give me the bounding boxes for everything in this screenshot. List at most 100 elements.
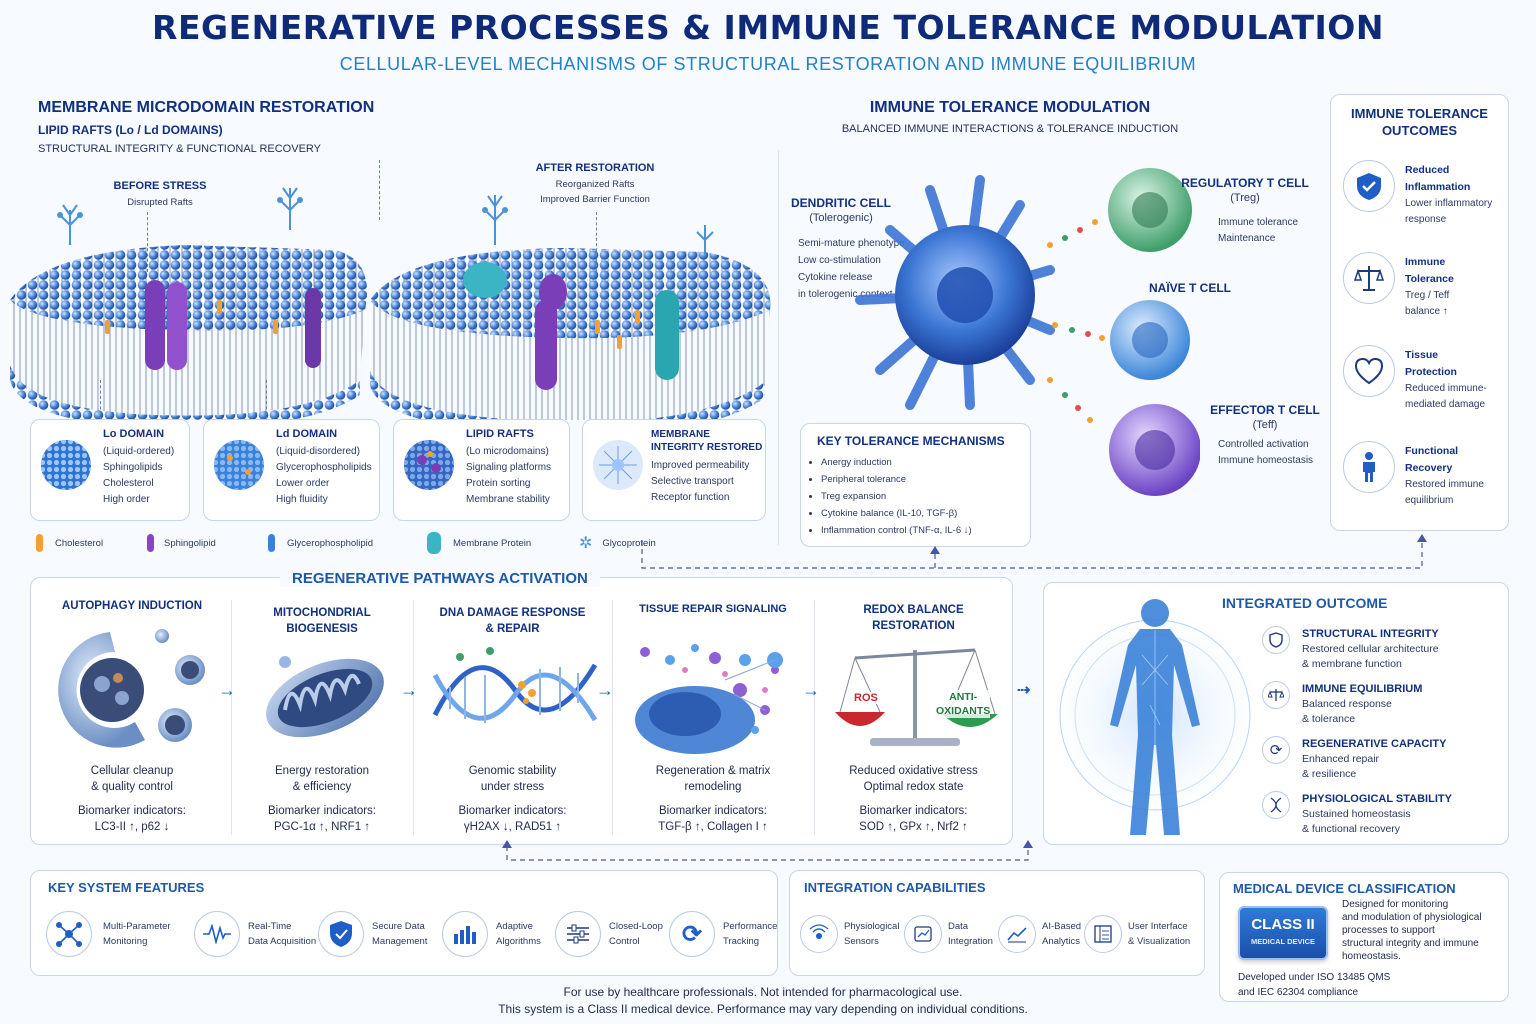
tolerance-connector xyxy=(641,534,1427,569)
sphingolipid-icon xyxy=(147,534,154,552)
step-title: & REPAIR xyxy=(485,623,540,635)
step-desc: Reduced oxidative stress xyxy=(849,765,978,777)
step-desc: Optimal redox state xyxy=(863,781,964,793)
step-title: TISSUE REPAIR SIGNALING xyxy=(639,603,787,615)
dc-line: Cytokine release xyxy=(798,272,873,283)
membrane-integrity-card: MEMBRANE INTEGRITY RESTORED Improved per… xyxy=(582,419,766,521)
step-biomarkers: LC3-II ↑, p62 ↓ xyxy=(94,821,170,833)
feature-label: Real-Time xyxy=(248,921,292,932)
cholesterol-icon xyxy=(36,534,43,552)
teff-line: Immune homeostasis xyxy=(1218,455,1314,466)
membrane-bilayer-illustration xyxy=(10,187,771,420)
membrane-legend: Cholesterol Sphingolipid Glycerophosphol… xyxy=(36,532,656,554)
device-desc: Designed for monitoring xyxy=(1342,899,1449,910)
step-title: REDOX BALANCE xyxy=(863,604,964,616)
immune-subtitle: BALANCED IMMUNE INTERACTIONS & TOLERANCE… xyxy=(841,123,1179,135)
feature-label: Management xyxy=(372,936,428,947)
device-compliance: and IEC 62304 compliance xyxy=(1238,987,1359,998)
shield-icon xyxy=(1262,626,1290,654)
lipid-rafts-card: LIPID RAFTS (Lo microdomains) Signaling … xyxy=(393,419,570,521)
membrane-integrity-title: MEMBRANE INTEGRITY RESTORED xyxy=(651,429,763,453)
step-desc: Cellular cleanup xyxy=(90,765,174,777)
outcome-desc: mediated damage xyxy=(1405,399,1486,410)
legend-sphingolipid: Sphingolipid xyxy=(164,537,216,549)
waveform-icon xyxy=(194,911,240,957)
ld-domain-line: Glycerophospholipids xyxy=(276,462,372,473)
integration-label: Physiological xyxy=(844,921,900,932)
step-biomarker-label: Biomarker indicators: xyxy=(267,805,376,817)
mitochondrion-illustration xyxy=(266,656,384,738)
lipid-rafts-line: (Lo microdomains) xyxy=(466,446,549,457)
before-stress-text: Disrupted Rafts xyxy=(127,197,193,208)
after-restoration-text2: Improved Barrier Function xyxy=(540,194,650,205)
integrated-item-desc: Enhanced repair xyxy=(1302,753,1380,765)
legend-cholesterol: Cholesterol xyxy=(55,537,104,549)
step-desc: Regeneration & matrix xyxy=(655,765,771,777)
integrated-item-desc: & tolerance xyxy=(1302,713,1356,725)
step-title: MITOCHONDRIAL xyxy=(273,607,371,619)
outcome-desc: Lower inflammatory xyxy=(1405,198,1493,209)
class-ii-sublabel: MEDICAL DEVICE xyxy=(1250,937,1316,946)
lipid-rafts-line: Membrane stability xyxy=(466,494,550,505)
integrated-item-desc: & functional recovery xyxy=(1302,823,1401,835)
dashboard-icon xyxy=(1084,915,1122,953)
arrow-right-icon: → xyxy=(400,680,418,700)
membrane-integrity-line: Improved permeability xyxy=(651,460,750,471)
integration-capabilities-panel: INTEGRATION CAPABILITIES xyxy=(789,870,1205,976)
integrated-item-desc: Sustained homeostasis xyxy=(1302,808,1411,820)
step-biomarkers: PGC-1α ↑, NRF1 ↑ xyxy=(273,821,371,833)
pathways-title: REGENERATIVE PATHWAYS ACTIVATION xyxy=(292,570,588,587)
data-integration-icon xyxy=(904,915,942,953)
membrane-title: MEMBRANE MICRODOMAIN RESTORATION xyxy=(38,99,375,116)
mechanism-item: Peripheral tolerance xyxy=(821,471,1030,488)
lo-domain-card: Lo DOMAIN (Liquid-ordered) Sphingolipids… xyxy=(30,419,190,521)
treg-line: Immune tolerance xyxy=(1218,217,1299,228)
device-title: MEDICAL DEVICE CLASSIFICATION xyxy=(1233,881,1456,896)
outcome-title: Functional xyxy=(1405,445,1459,457)
device-desc: homeostasis. xyxy=(1342,951,1401,962)
feature-label: Data Acquisition xyxy=(248,936,317,947)
person-icon xyxy=(1343,441,1395,493)
step-desc: Genomic stability xyxy=(468,765,557,777)
regenerative-pathways-panel xyxy=(30,577,1013,845)
cycle-icon: ⟳ xyxy=(1262,736,1290,764)
outcome-desc: Reduced immune- xyxy=(1405,383,1487,394)
device-desc: structural integrity and immune xyxy=(1342,938,1479,949)
network-icon xyxy=(46,911,92,957)
sensor-icon xyxy=(800,915,838,953)
lipid-rafts-title: LIPID RAFTS xyxy=(466,428,534,440)
feature-label: Secure Data xyxy=(372,921,425,932)
antioxidants-label: OXIDANTS xyxy=(936,705,991,717)
heart-icon xyxy=(1343,345,1395,397)
class-ii-label: CLASS II xyxy=(1251,916,1315,933)
outcome-title: Inflammation xyxy=(1405,181,1471,193)
refresh-cycle-icon: ⟳ xyxy=(669,911,715,957)
features-title: KEY SYSTEM FEATURES xyxy=(48,880,205,895)
step-title: DNA DAMAGE RESPONSE xyxy=(439,607,586,619)
outcomes-title-line1: IMMUNE TOLERANCE xyxy=(1351,106,1488,121)
treg-title: REGULATORY T CELL xyxy=(1181,176,1309,190)
step-biomarker-label: Biomarker indicators: xyxy=(859,805,968,817)
integrated-item-desc: Restored cellular architecture xyxy=(1302,643,1439,655)
device-desc: and modulation of physiological xyxy=(1342,912,1482,923)
dc-title: DENDRITIC CELL xyxy=(791,196,891,210)
membrane-tagline: STRUCTURAL INTEGRITY & FUNCTIONAL RECOVE… xyxy=(38,143,321,155)
feature-label: Multi-Parameter xyxy=(103,921,171,932)
membrane-network-icon xyxy=(593,440,643,490)
step-desc: under stress xyxy=(480,781,545,793)
ld-domain-line: High fluidity xyxy=(276,494,328,505)
lipid-rafts-line: Signaling platforms xyxy=(466,462,552,473)
tissue-repair-illustration xyxy=(635,644,783,754)
footer-disclaimer: For use by healthcare professionals. Not… xyxy=(563,985,963,999)
step-biomarker-label: Biomarker indicators: xyxy=(458,805,567,817)
integrated-item-title: PHYSIOLOGICAL STABILITY xyxy=(1302,793,1452,805)
integration-label: Sensors xyxy=(844,936,879,947)
arrow-right-icon: → xyxy=(802,680,820,700)
sliders-icon xyxy=(555,911,601,957)
outcome-desc: Restored immune xyxy=(1405,479,1484,490)
dc-line: Semi-mature phenotype xyxy=(798,238,905,249)
analytics-trend-icon xyxy=(998,915,1036,953)
pathway-feedback-connector xyxy=(502,840,1033,861)
mechanisms-title: KEY TOLERANCE MECHANISMS xyxy=(817,434,1005,448)
integrated-item-title: STRUCTURAL INTEGRITY xyxy=(1302,628,1439,640)
